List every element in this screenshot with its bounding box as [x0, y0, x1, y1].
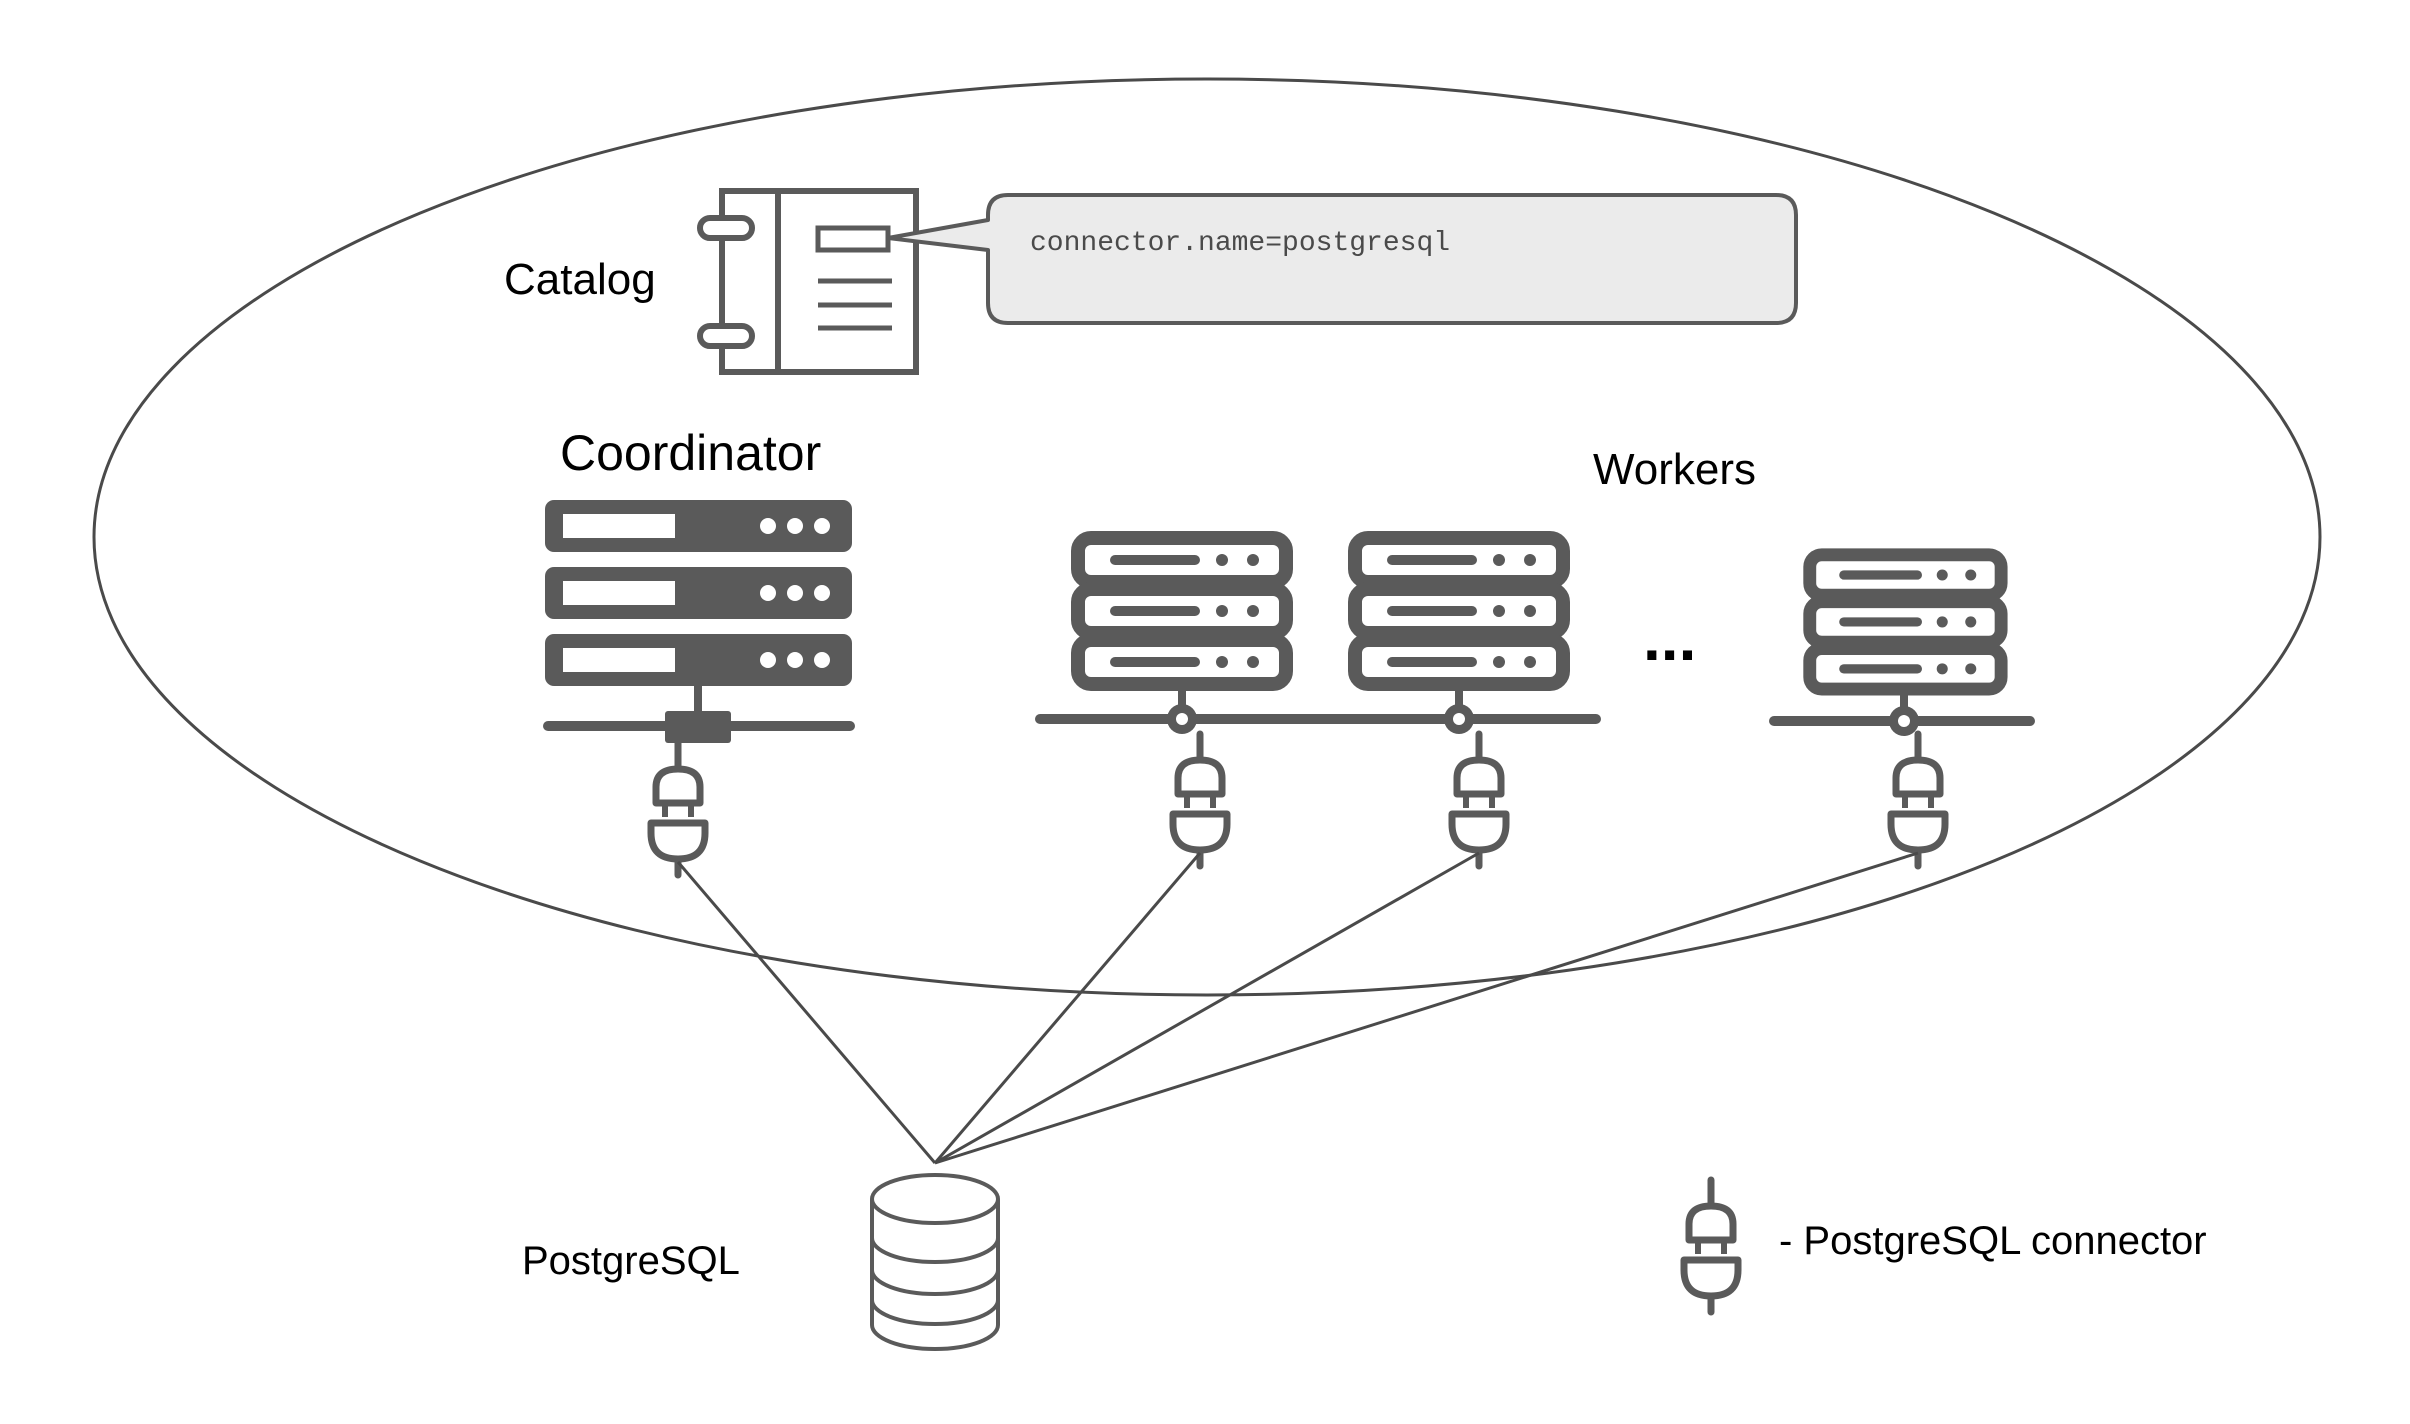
worker-n-connector-plug-icon — [1891, 734, 1945, 866]
database-cylinder-icon — [870, 1173, 1000, 1351]
coordinator-connector-plug-icon — [651, 743, 705, 875]
worker-2-connector-plug-icon — [1452, 734, 1506, 866]
database-label: PostgreSQL — [522, 1239, 740, 1283]
catalog-config-text: connector.name=postgresql — [1030, 228, 1450, 259]
coordinator-label: Coordinator — [560, 425, 821, 481]
catalog-label: Catalog — [504, 255, 656, 304]
legend-plug-icon — [1684, 1180, 1738, 1312]
workers-label: Workers — [1593, 445, 1756, 494]
more-workers-ellipsis: ... — [1643, 602, 1696, 674]
worker-n-server-icon — [1810, 555, 2001, 689]
catalog-callout: connector.name=postgresql — [886, 193, 1798, 325]
legend-label: - PostgreSQL connector — [1779, 1219, 2207, 1263]
coordinator-server-icon — [543, 500, 855, 743]
binder-document-icon — [697, 188, 919, 375]
cluster-boundary — [92, 77, 2322, 997]
worker-2-server-icon — [1355, 538, 1563, 684]
worker-1-connector-plug-icon — [1173, 734, 1227, 866]
connection-lines — [676, 851, 1919, 1165]
worker-1-server-icon — [1078, 538, 1286, 684]
